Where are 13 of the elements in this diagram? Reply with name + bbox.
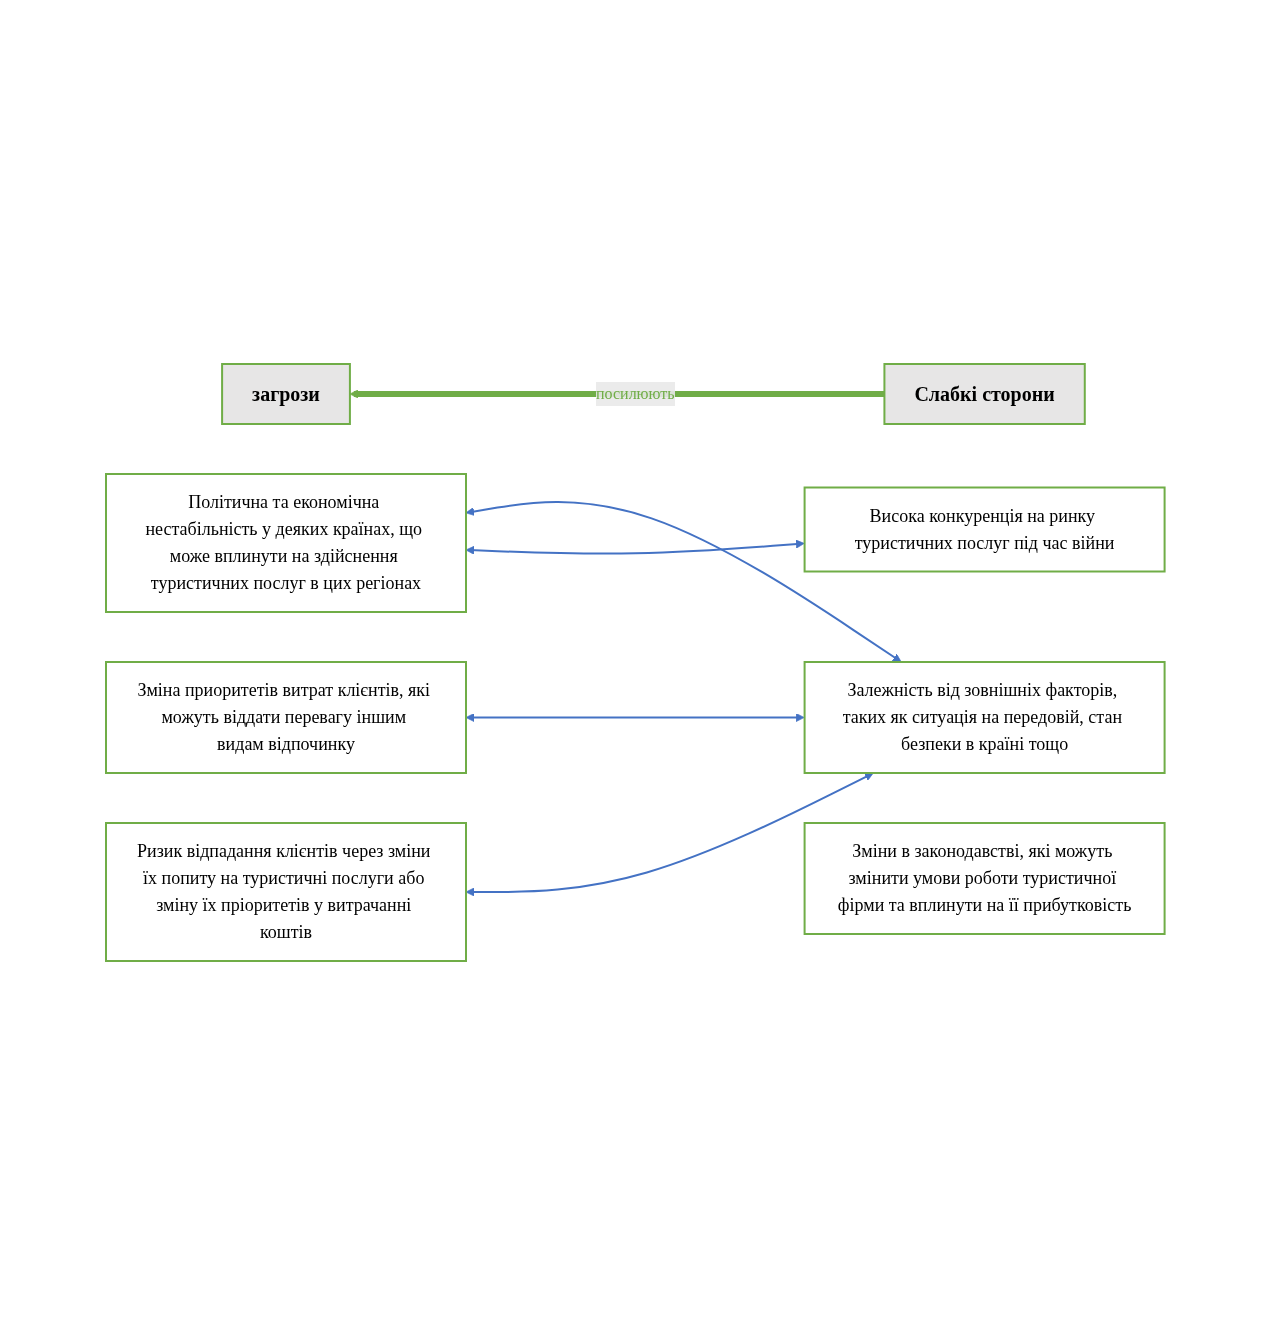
node-box: Слабкі сторони bbox=[883, 363, 1086, 425]
node-box: Висока конкуренція на ринку туристичних послуг під час війни bbox=[803, 486, 1166, 573]
arrow bbox=[465, 501, 902, 663]
arrow bbox=[465, 539, 805, 555]
node-box: Ризик відпадання клієнтів через зміни їх попиту на туристичні послуги або зміну їх пріоритетів у витрачанні коштів bbox=[104, 822, 467, 962]
node-box: Зміни в законодавстві, які можуть змінити умови роботи туристичної фірми та вплинути на її прибутковість bbox=[803, 822, 1166, 935]
node-box: Політична та економічна нестабільність у деяких країнах, що може вплинути на здійснення туристичних послуг в цих регіонах bbox=[104, 473, 467, 613]
node-box: загрози bbox=[220, 363, 351, 425]
arrow bbox=[465, 713, 805, 722]
arrow bbox=[465, 772, 874, 897]
node-box: Залежність від зовнішніх факторів, таких як ситуація на передовій, стан безпеки в країні тощо bbox=[803, 661, 1166, 774]
node-box: Зміна приоритетів витрат клієнтів, які можуть віддати перевагу іншим видам відпочинку bbox=[104, 661, 467, 774]
edge-label: посилюють bbox=[595, 385, 675, 402]
